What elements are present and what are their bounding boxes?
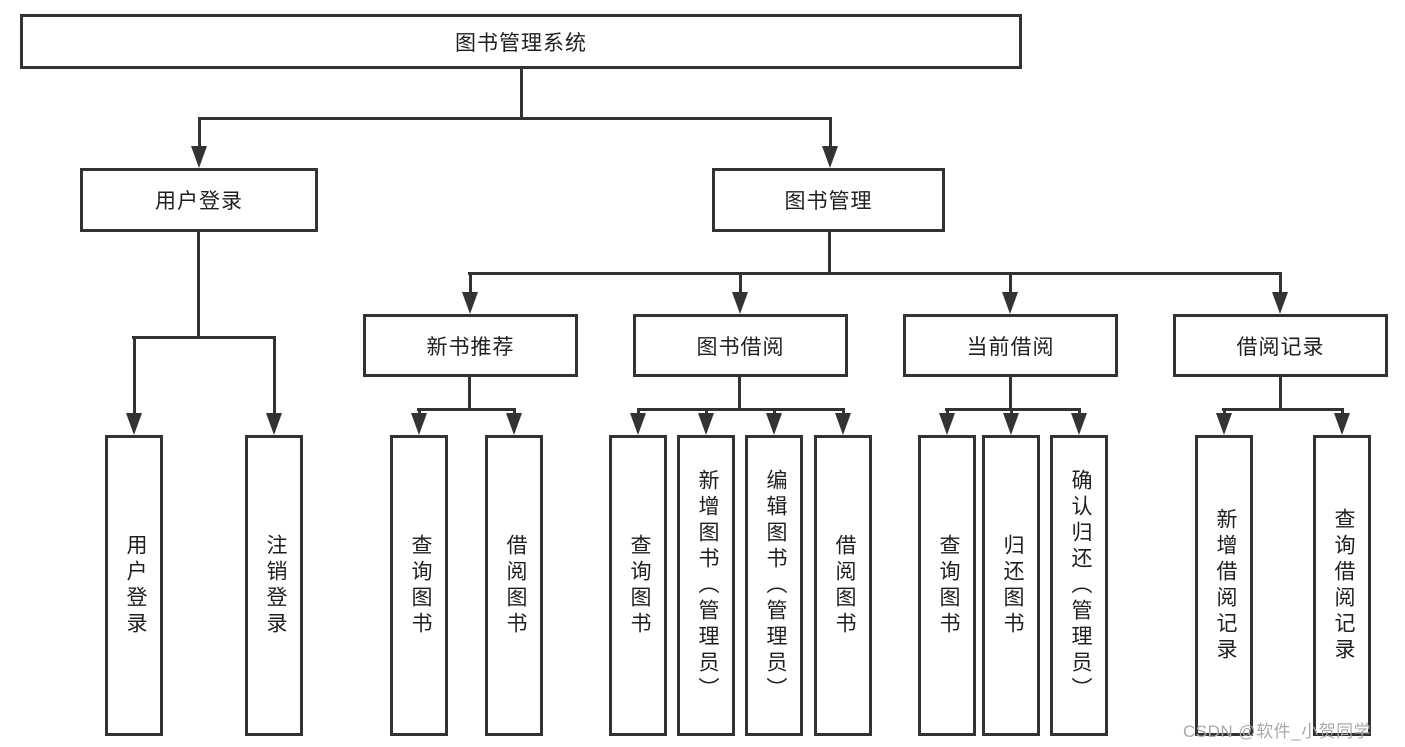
- arrow-to-query-book-a: [411, 408, 427, 435]
- arrow-to-leaf-user-login: [126, 336, 142, 435]
- arrow-to-leaf-logout: [266, 336, 282, 435]
- node-user-login: 用户登录: [80, 168, 318, 232]
- leaf-add-book-admin: 新增图书（管理员）: [677, 435, 735, 736]
- node-current-borrow: 当前借阅: [903, 314, 1118, 377]
- connector-book-borrow-hline: [637, 408, 845, 411]
- connector-book-mgmt-hline: [468, 272, 1282, 275]
- arrow-to-borrow-book-a: [506, 408, 522, 435]
- arrow-to-current-borrow: [1002, 272, 1018, 314]
- node-root: 图书管理系统: [20, 14, 1022, 69]
- node-borrow-records: 借阅记录: [1173, 314, 1388, 377]
- arrow-to-add-book: [698, 408, 714, 435]
- connector-new-book-rec-trunk: [468, 377, 471, 411]
- connector-user-login-hline: [132, 336, 276, 339]
- arrow-to-query-borrow-record: [1334, 408, 1350, 435]
- leaf-logout-login: 注销登录: [245, 435, 303, 736]
- arrow-to-book-borrow: [732, 272, 748, 314]
- connector-new-book-rec-hline: [417, 408, 516, 411]
- connector-user-login-trunk: [197, 232, 200, 339]
- arrow-to-user-login: [191, 117, 207, 168]
- connector-book-borrow-trunk: [738, 377, 741, 411]
- connector-root-trunk: [520, 69, 523, 120]
- leaf-query-book-3: 查询图书: [918, 435, 976, 736]
- arrow-to-borrow-records: [1272, 272, 1288, 314]
- node-book-mgmt: 图书管理: [712, 168, 945, 232]
- node-new-book-rec: 新书推荐: [363, 314, 578, 377]
- leaf-borrow-book-2: 借阅图书: [814, 435, 872, 736]
- arrow-to-query-book-c: [939, 408, 955, 435]
- connector-current-borrow-hline: [945, 408, 1081, 411]
- arrow-to-book-mgmt: [822, 117, 838, 168]
- leaf-borrow-book-1: 借阅图书: [485, 435, 543, 736]
- leaf-query-borrow-record: 查询借阅记录: [1313, 435, 1371, 736]
- leaf-user-login: 用户登录: [105, 435, 163, 736]
- arrow-to-query-book-b: [630, 408, 646, 435]
- connector-current-borrow-trunk: [1009, 377, 1012, 411]
- csdn-watermark: CSDN @软件_小贺同学: [1183, 722, 1372, 741]
- leaf-edit-book-admin: 编辑图书（管理员）: [745, 435, 803, 736]
- connector-book-mgmt-trunk: [828, 232, 831, 275]
- leaf-query-book-2: 查询图书: [609, 435, 667, 736]
- arrow-to-edit-book: [766, 408, 782, 435]
- connector-borrow-records-hline: [1222, 408, 1344, 411]
- arrow-to-confirm-return: [1071, 408, 1087, 435]
- arrow-to-borrow-book-b: [835, 408, 851, 435]
- leaf-return-book: 归还图书: [982, 435, 1040, 736]
- leaf-add-borrow-record: 新增借阅记录: [1195, 435, 1253, 736]
- leaf-query-book-1: 查询图书: [390, 435, 448, 736]
- leaf-confirm-return-admin: 确认归还（管理员）: [1050, 435, 1108, 736]
- node-book-borrow: 图书借阅: [633, 314, 848, 377]
- arrow-to-add-borrow-record: [1216, 408, 1232, 435]
- arrow-to-return-book: [1003, 408, 1019, 435]
- connector-borrow-records-trunk: [1279, 377, 1282, 411]
- arrow-to-new-book-rec: [462, 272, 478, 314]
- connector-root-hline: [198, 117, 832, 120]
